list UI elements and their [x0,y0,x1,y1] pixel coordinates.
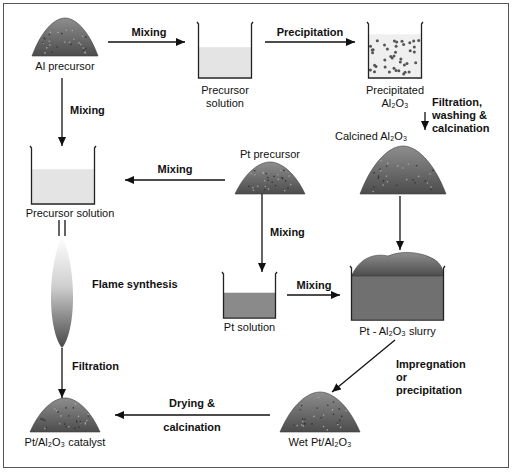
process-arrow [287,295,340,296]
process-step: Pt/Al₂O₃ catalyst [15,398,115,452]
process-arrow [125,180,225,181]
process-arrow [262,194,263,272]
step-label: Mixing [270,226,320,239]
process-arrow [332,340,395,392]
beaker [30,146,96,204]
step-label: Drying & calcination [152,391,232,439]
beaker [197,22,253,78]
step-label: Mixing [118,26,180,39]
process-arrow [108,42,185,43]
powder-pile [235,162,305,194]
node-label: Flame synthesis [92,278,190,291]
process-arrow [62,348,63,398]
powder-pile [30,398,100,432]
frame-border [4,4,509,468]
powder-pile [32,18,98,56]
process-step: Pt precursor [225,148,315,194]
node-label: Precipitated Al₂O₃ [360,84,430,110]
node-label: Pt - Al₂O₃ slurry [340,325,455,338]
powder-pile [280,392,360,432]
node-label: Al precursor [22,60,108,73]
beaker [367,22,423,78]
step-label: Mixing [140,163,210,176]
node-label: Wet Pt/Al₂O₃ [270,436,370,449]
process-arrow [62,78,63,146]
step-label: Mixing [70,104,120,117]
step-label: Filtration [72,360,152,373]
flame [48,236,76,348]
step-label: Impregnation or precipitation [396,358,476,397]
node-label: Calcined Al₂O₃ [335,130,421,143]
process-step: Pt solution [212,272,287,334]
node-label: Pt precursor [225,148,315,161]
process-step: Pt - Al₂O₃ slurry [340,250,455,340]
step-label: Filtration, washing & calcination [432,96,502,135]
node-label: Pt solution [212,321,287,334]
slurry-beaker [350,250,445,320]
process-arrow [265,42,355,43]
node-label: Precursor solution [195,84,255,110]
process-arrow [425,112,426,130]
beaker [222,272,277,318]
process-arrow [59,220,65,236]
step-label: Mixing [285,279,343,292]
node-label: Pt/Al₂O₃ catalyst [15,436,115,449]
powder-pile [360,146,446,194]
process-step: Precursor solution [15,146,125,220]
process-arrow [400,196,401,250]
step-label: Precipitation [266,26,354,39]
process-step: Precipitated Al₂O₃ [355,22,435,112]
process-step: Al precursor [22,18,108,78]
node-label: Precursor solution [15,207,125,220]
process-step: Flame synthesis [40,236,190,348]
process-step: Wet Pt/Al₂O₃ [270,392,370,452]
process-step: Precursor solution [185,22,265,112]
process-arrow [115,415,270,416]
process-step: Calcined Al₂O₃ [335,130,460,196]
